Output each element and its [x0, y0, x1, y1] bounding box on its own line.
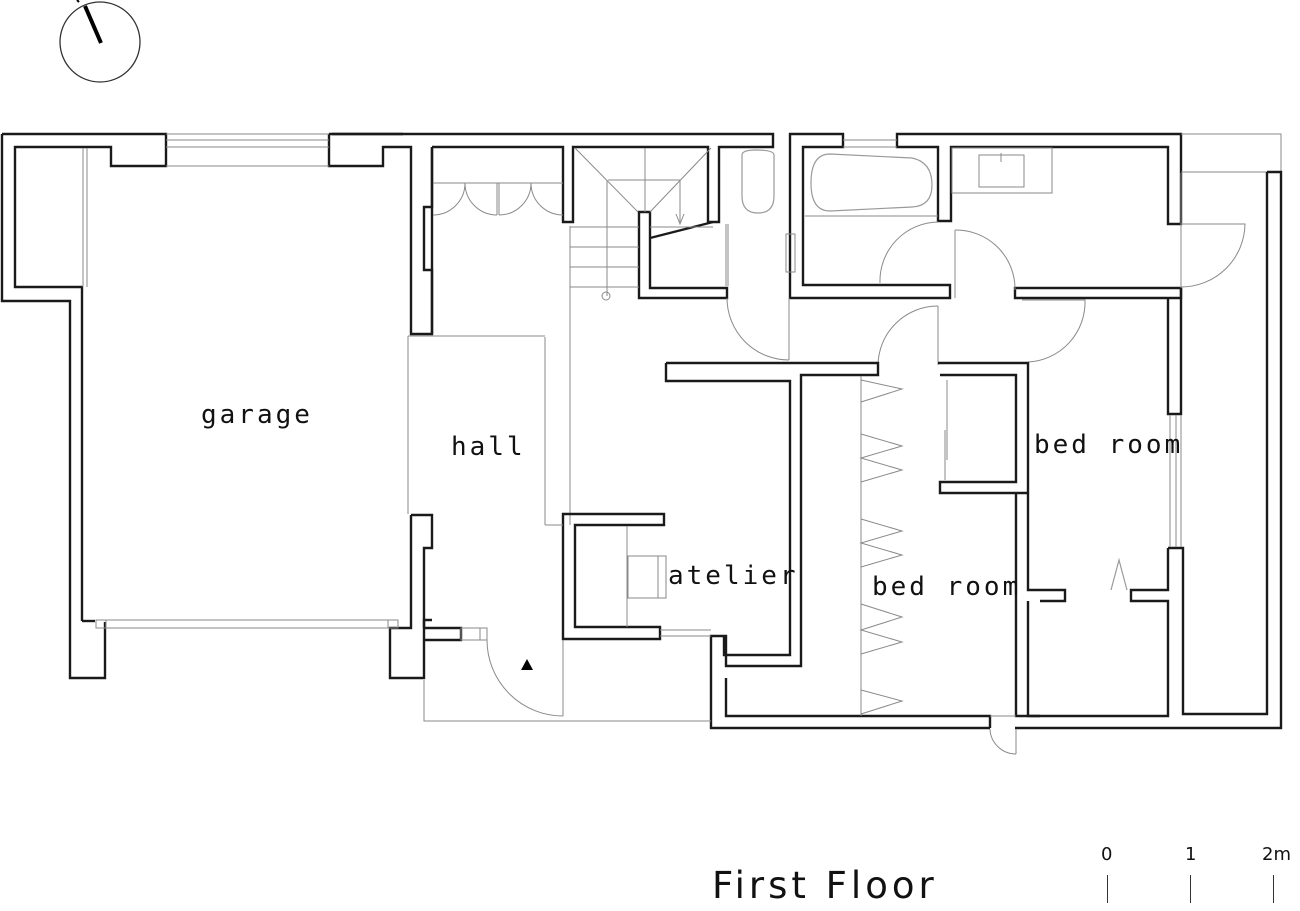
- scale-tick-label-0: 0: [1101, 844, 1113, 865]
- hall-closet: [432, 182, 564, 216]
- bathtub-fixture: [785, 139, 938, 273]
- entrance: [423, 626, 711, 722]
- doors-upper: [726, 173, 1246, 366]
- washbasin-fixture: [951, 147, 1053, 194]
- upper-walls: [332, 132, 1183, 334]
- room-label-atelier: atelier: [668, 561, 799, 591]
- north-arrow-icon: [59, 0, 141, 83]
- scale-tick-label-1: 1: [1185, 844, 1197, 865]
- floor-title: First Floor: [712, 864, 938, 907]
- bottom-door: [989, 715, 1017, 755]
- folding-door-marker: [1110, 557, 1128, 591]
- right-corridor: [1015, 133, 1283, 730]
- entrance-triangle-icon: [521, 659, 533, 670]
- scale-tick-label-2: 2m: [1262, 844, 1291, 865]
- scale-tick-1: [1190, 875, 1191, 903]
- staircase: [569, 147, 729, 525]
- toilet-fixture: [741, 149, 775, 214]
- wardrobe-doors: [859, 379, 904, 715]
- atelier-walls: [408, 335, 711, 641]
- room-label-garage: garage: [201, 400, 313, 430]
- central-walls: [664, 361, 1170, 730]
- garage-windows: [82, 133, 409, 629]
- room-label-hall: hall: [451, 432, 526, 462]
- room-label-bedroom-right: bed room: [1034, 430, 1184, 460]
- scale-tick-2: [1273, 875, 1274, 903]
- scale-tick-0: [1107, 875, 1108, 903]
- room-label-bedroom-center: bed room: [872, 572, 1022, 602]
